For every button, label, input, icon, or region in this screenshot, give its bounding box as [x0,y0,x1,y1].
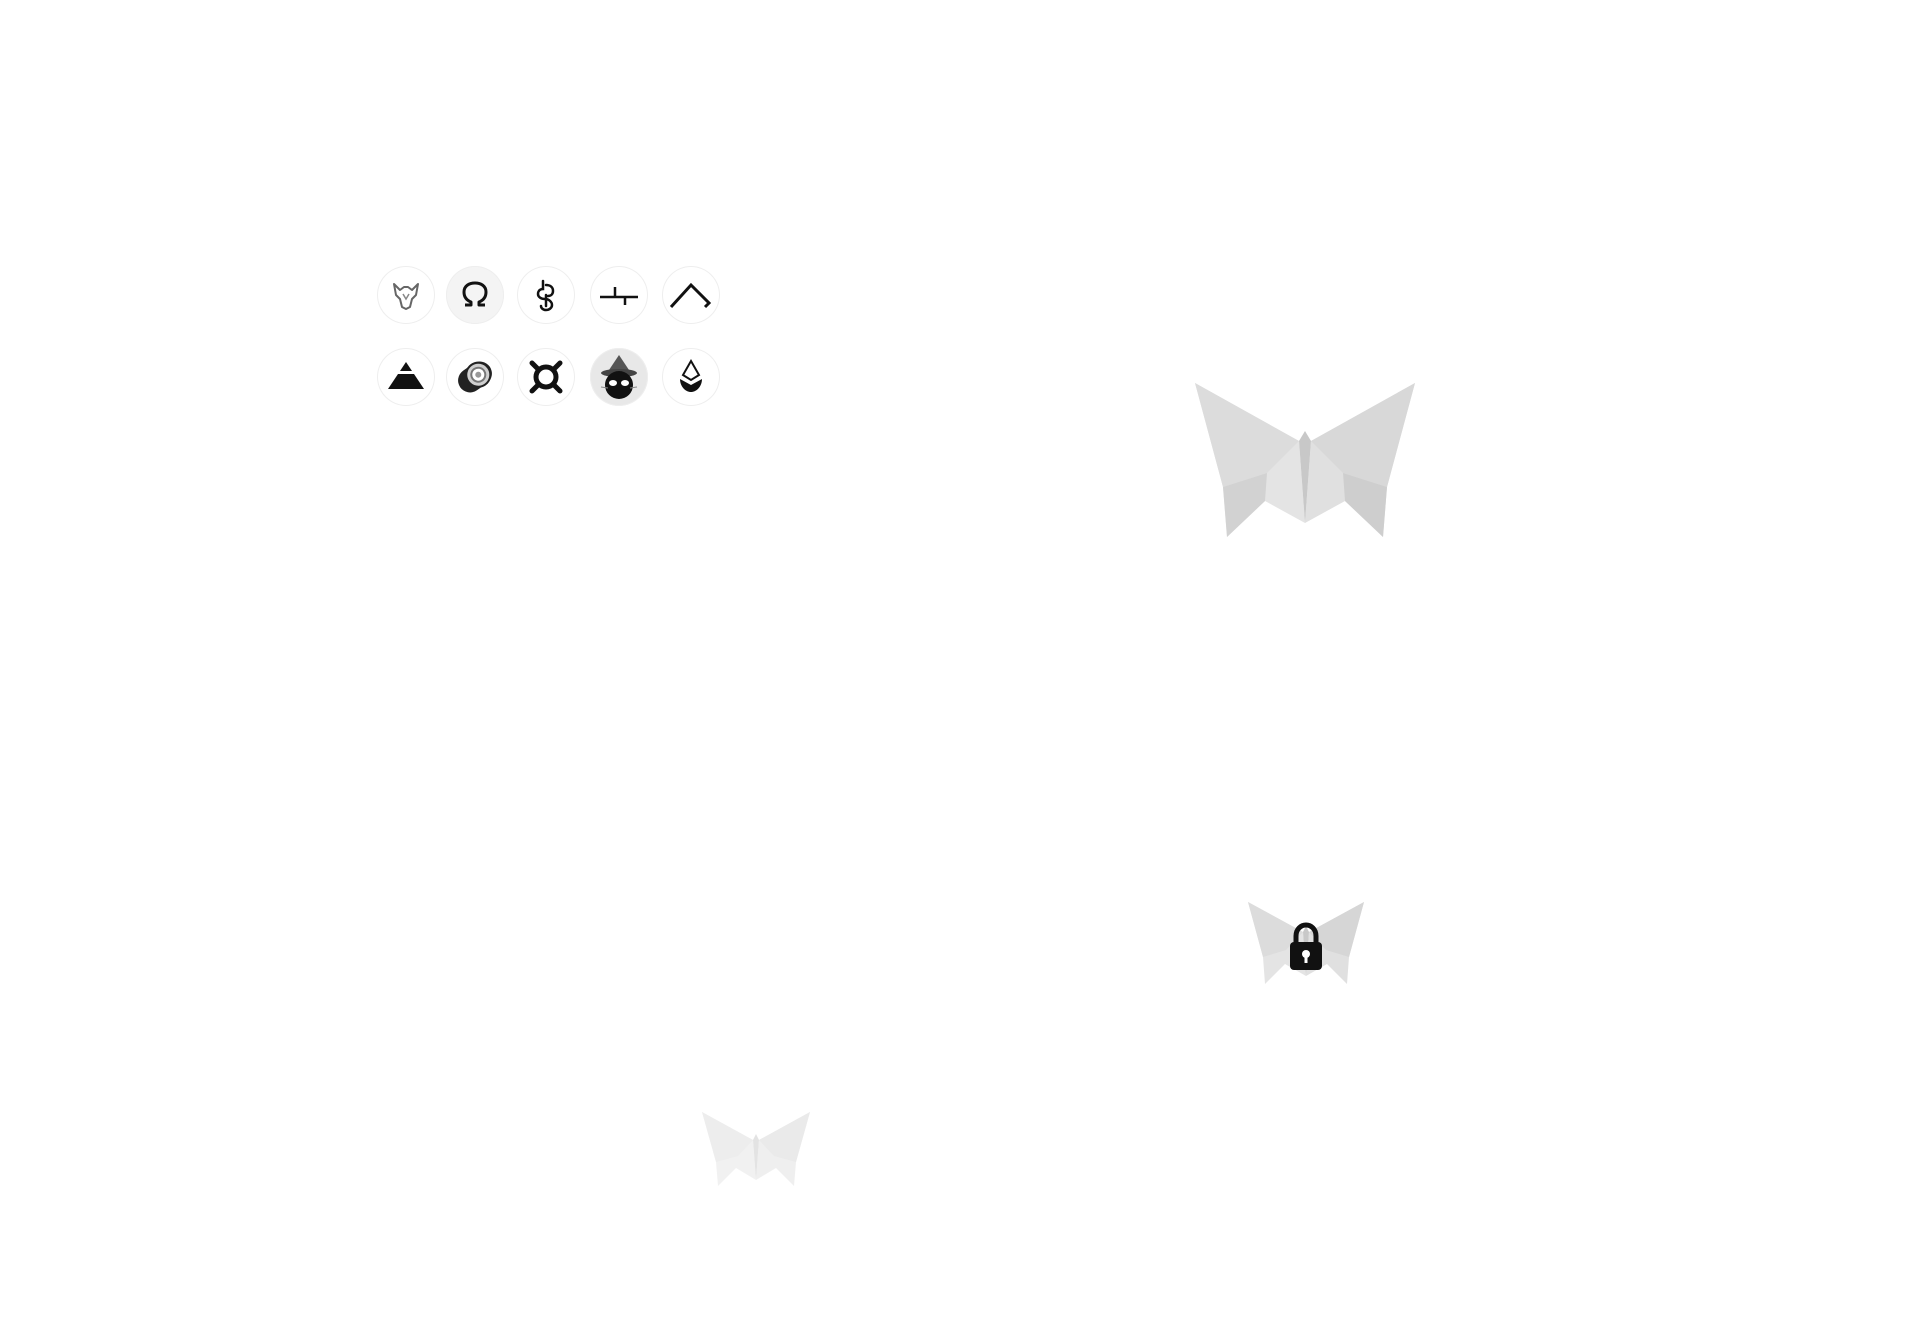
token-yearn[interactable] [517,266,575,324]
witch-cat-icon [600,355,638,399]
bull-head-icon [393,283,419,310]
omega-icon [462,281,488,307]
yearn-swirl-icon [536,279,555,312]
token-ether-drop[interactable] [662,348,720,406]
balance-line-icon [600,287,638,305]
token-pyramid[interactable] [377,348,435,406]
token-sushi[interactable] [446,348,504,406]
token-witch-cat[interactable] [590,348,648,406]
sushi-roll-icon [458,361,492,393]
currency-sign-icon [529,360,563,394]
ether-drop-icon [680,358,702,392]
token-chevron[interactable] [662,266,720,324]
token-currency[interactable] [517,348,575,406]
token-balance[interactable] [590,266,648,324]
pyramid-icon [388,362,424,389]
chevron-angle-icon [669,282,712,309]
origami-butterfly-faded-icon [702,1112,810,1186]
token-bull[interactable] [377,266,435,324]
padlock-icon[interactable] [1287,922,1325,972]
token-icon-grid [372,261,732,411]
token-omega[interactable] [446,266,504,324]
origami-butterfly-icon [1195,383,1415,537]
